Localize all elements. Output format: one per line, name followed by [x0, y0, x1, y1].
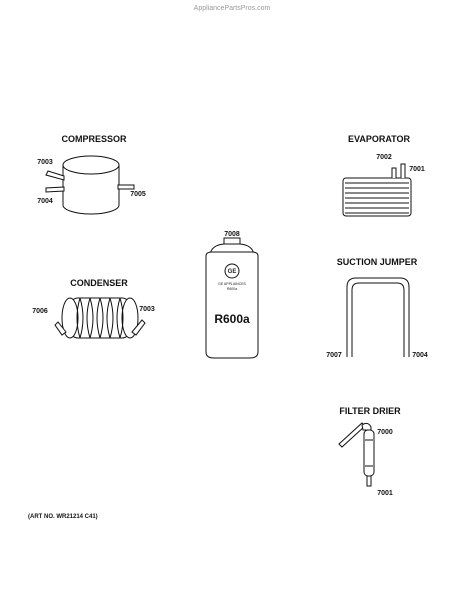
- art-number: (ART NO. WR21214 C41): [28, 514, 98, 520]
- refrigerant-can-group[interactable]: 7008 GE GE APPLIANCES R600a R600a: [205, 231, 259, 359]
- evaporator-group[interactable]: EVAPORATOR 7002 7001: [342, 134, 425, 217]
- evaporator-title: EVAPORATOR: [348, 134, 411, 144]
- suction-jumper-ref-1: 7007: [326, 352, 342, 359]
- condenser-icon: [54, 297, 146, 339]
- filter-drier-icon: [338, 422, 375, 487]
- suction-jumper-icon: [346, 277, 410, 357]
- condenser-title: CONDENSER: [70, 278, 128, 288]
- suction-jumper-title: SUCTION JUMPER: [337, 257, 418, 267]
- filter-drier-group[interactable]: FILTER DRIER 7000 7001: [338, 406, 401, 497]
- suction-jumper-ref-2: 7004: [412, 352, 428, 359]
- condenser-ref-1: 7006: [32, 308, 48, 315]
- watermark: AppliancePartsPros.com: [194, 5, 271, 12]
- suction-jumper-group[interactable]: SUCTION JUMPER 7007 7004: [326, 257, 428, 359]
- compressor-icon: [45, 155, 135, 215]
- refrigerant-label: R600a: [214, 312, 250, 326]
- compressor-title: COMPRESSOR: [61, 134, 127, 144]
- refrigerant-brand: GE APPLIANCES: [218, 282, 246, 286]
- compressor-group[interactable]: COMPRESSOR 7003 7004 7005: [37, 134, 146, 215]
- svg-text:GE: GE: [228, 269, 237, 275]
- condenser-ref-2: 7003: [139, 306, 155, 313]
- filter-drier-ref-2: 7001: [377, 490, 393, 497]
- refrigerant-small-label: R600a: [227, 287, 237, 291]
- filter-drier-title: FILTER DRIER: [339, 406, 401, 416]
- condenser-group[interactable]: CONDENSER 7006 7003: [32, 278, 155, 339]
- compressor-ref-3: 7005: [130, 191, 146, 198]
- filter-drier-ref-1: 7000: [377, 429, 393, 436]
- compressor-ref-2: 7004: [37, 198, 53, 205]
- compressor-ref-1: 7003: [37, 159, 53, 166]
- evaporator-ref-1: 7002: [376, 154, 392, 161]
- evaporator-icon: [342, 163, 412, 217]
- refrigerant-ref: 7008: [224, 231, 240, 238]
- refrigerant-can-icon: GE: [205, 237, 259, 359]
- evaporator-ref-2: 7001: [409, 166, 425, 173]
